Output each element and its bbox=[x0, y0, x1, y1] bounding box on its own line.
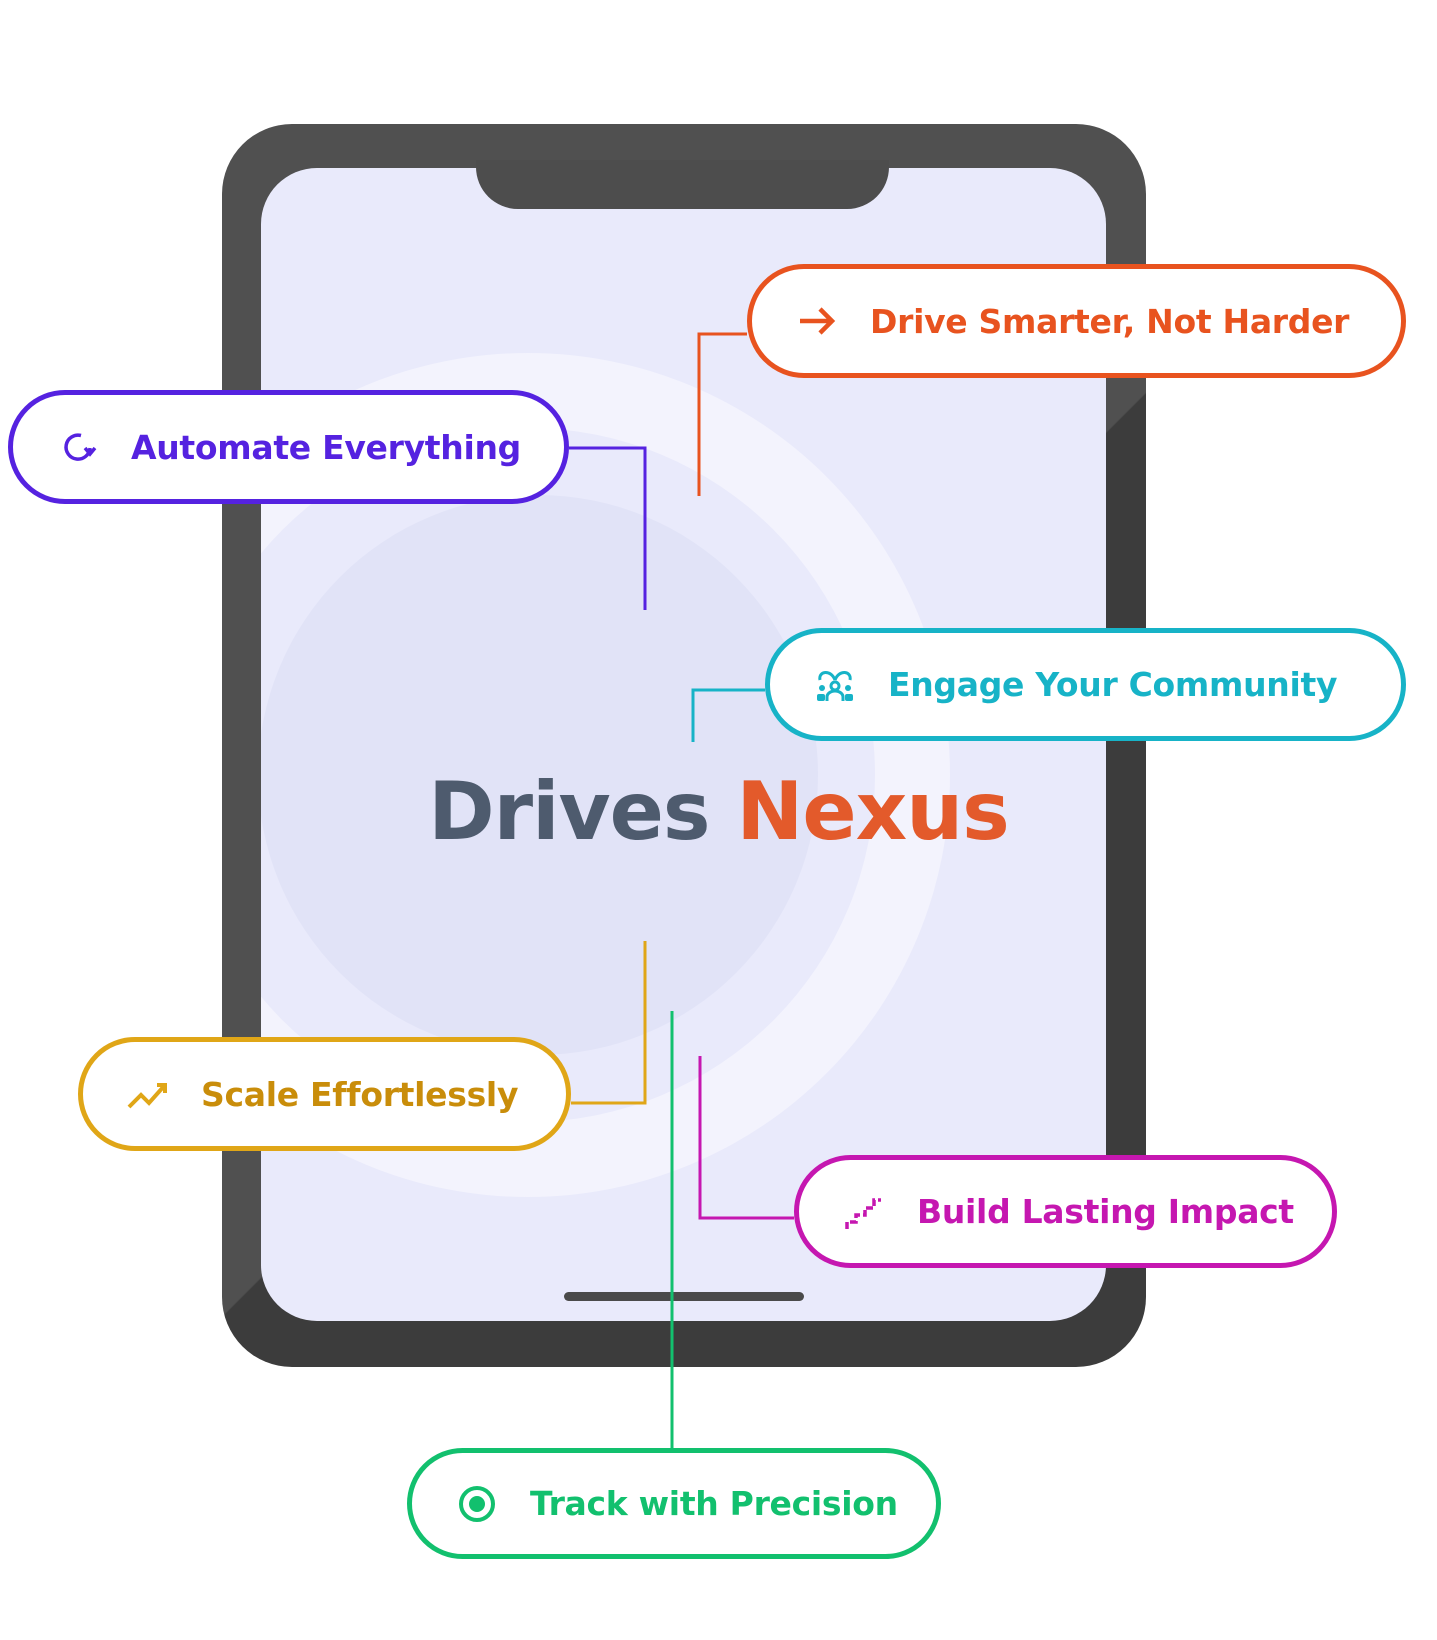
feature-label: Drive Smarter, Not Harder bbox=[870, 301, 1350, 341]
feature-track[interactable]: Track with Precision bbox=[407, 1448, 941, 1559]
feature-label: Engage Your Community bbox=[888, 665, 1338, 704]
phone-notch bbox=[476, 160, 889, 209]
connector-yellow bbox=[571, 941, 647, 1105]
feature-build[interactable]: Build Lasting Impact bbox=[794, 1155, 1337, 1268]
home-indicator bbox=[564, 1292, 804, 1301]
feature-scale[interactable]: Scale Effortlessly bbox=[78, 1037, 571, 1151]
connector-orange bbox=[697, 332, 747, 496]
title-drives: Drives bbox=[428, 765, 710, 858]
center-title: Drives Nexus bbox=[0, 765, 1437, 858]
title-nexus: Nexus bbox=[736, 765, 1009, 858]
connector-magenta bbox=[698, 1056, 794, 1220]
feature-drive-smarter[interactable]: Drive Smarter, Not Harder bbox=[747, 264, 1406, 378]
stairs-icon bbox=[845, 1197, 881, 1229]
arrow-right-icon bbox=[800, 307, 836, 335]
connector-purple bbox=[569, 446, 647, 610]
connector-cyan bbox=[691, 688, 765, 742]
refresh-icon bbox=[64, 433, 97, 461]
feature-label: Scale Effortlessly bbox=[201, 1074, 519, 1114]
inner-ring bbox=[261, 495, 818, 1055]
feature-label: Automate Everything bbox=[131, 427, 521, 467]
feature-automate[interactable]: Automate Everything bbox=[8, 390, 569, 504]
trend-up-icon bbox=[127, 1083, 167, 1109]
community-icon bbox=[817, 670, 853, 701]
feature-label: Track with Precision bbox=[530, 1484, 898, 1523]
feature-engage[interactable]: Engage Your Community bbox=[765, 628, 1406, 741]
feature-label: Build Lasting Impact bbox=[917, 1192, 1294, 1231]
target-icon bbox=[459, 1485, 495, 1522]
